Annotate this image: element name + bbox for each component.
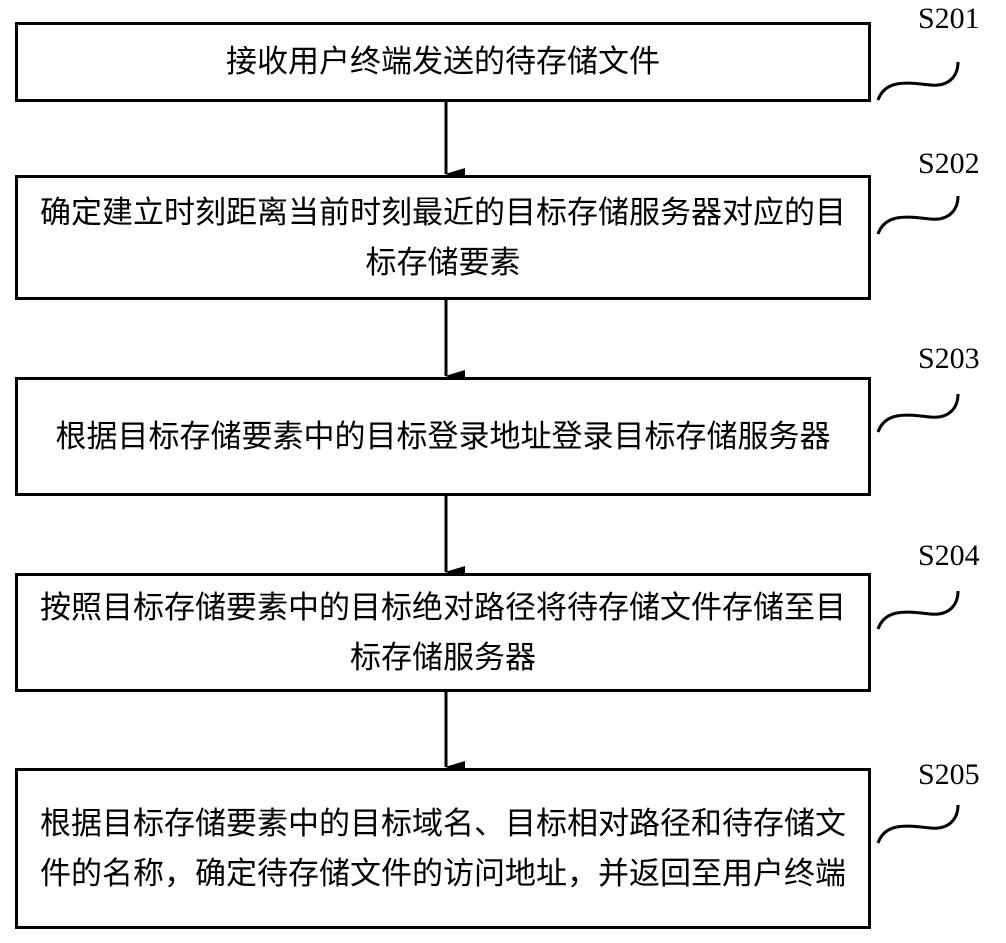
leader-s205 — [876, 804, 960, 844]
step-text-s201: 接收用户终端发送的待存储文件 — [226, 44, 660, 80]
step-label-s205: S205 — [918, 758, 980, 791]
step-box-s201: 接收用户终端发送的待存储文件 — [15, 22, 871, 102]
leader-s202 — [876, 195, 960, 235]
step-box-s203: 根据目标存储要素中的目标登录地址登录目标存储服务器 — [15, 377, 871, 496]
step-label-s201: S201 — [918, 2, 980, 35]
step-box-s204: 按照目标存储要素中的目标绝对路径将待存储文件存储至目标存储服务器 — [15, 573, 871, 692]
step-box-s205: 根据目标存储要素中的目标域名、目标相对路径和待存储文件的名称，确定待存储文件的访… — [15, 768, 871, 929]
leader-s201 — [876, 61, 960, 101]
leader-s204 — [876, 590, 960, 630]
step-label-s203: S203 — [918, 342, 980, 375]
step-text-s204: 按照目标存储要素中的目标绝对路径将待存储文件存储至目标存储服务器 — [40, 589, 846, 676]
step-text-s205: 根据目标存储要素中的目标域名、目标相对路径和待存储文件的名称，确定待存储文件的访… — [40, 805, 846, 892]
step-text-s203: 根据目标存储要素中的目标登录地址登录目标存储服务器 — [55, 418, 831, 455]
step-label-s202: S202 — [918, 147, 980, 180]
step-text-s202: 确定建立时刻距离当前时刻最近的目标存储服务器对应的目标存储要素 — [40, 194, 846, 281]
leader-s203 — [876, 393, 960, 433]
step-label-s204: S204 — [918, 539, 980, 572]
step-box-s202: 确定建立时刻距离当前时刻最近的目标存储服务器对应的目标存储要素 — [15, 175, 871, 300]
